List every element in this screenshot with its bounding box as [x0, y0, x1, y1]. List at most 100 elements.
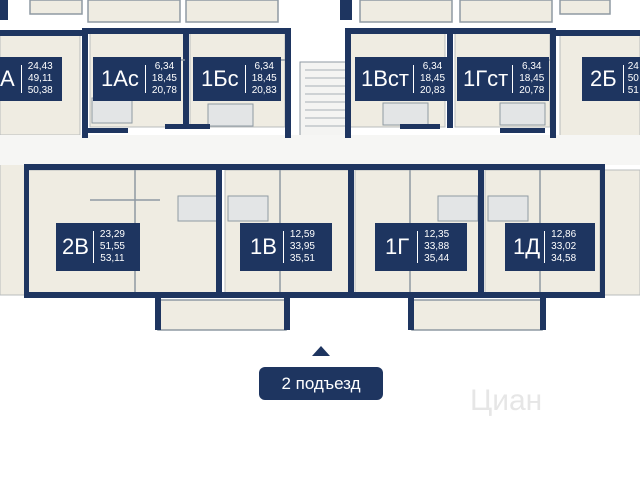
separator: [413, 65, 414, 93]
living-area: 6,34: [522, 61, 542, 72]
living-area: 24,43: [27, 61, 53, 72]
apartment-code: 1Бс: [201, 66, 239, 91]
wall-top-4: [555, 30, 640, 36]
apartment-label-2v[interactable]: 2В 23,29 51,55 53,11: [56, 223, 140, 271]
separator: [144, 65, 146, 93]
full-area: 51: [627, 85, 639, 96]
bath-4: [499, 102, 546, 126]
total-area: 51,55: [99, 241, 125, 252]
living-area: 12,35: [424, 229, 450, 240]
bath-5: [177, 195, 219, 222]
balcony-top-3: [359, 0, 453, 23]
separator: [622, 65, 624, 93]
apartment-label-1as[interactable]: 1Ас 6,34 18,45 20,78: [93, 57, 181, 101]
separator: [20, 65, 22, 93]
apartment-code: 1Ас: [101, 66, 139, 91]
wall-v-7: [216, 164, 222, 298]
room-right-mid: [599, 169, 640, 296]
apartment-label-1d[interactable]: 1Д 12,86 33,02 34,58: [505, 223, 595, 271]
wall-corr-top-4: [500, 128, 545, 133]
living-area: 24: [627, 61, 639, 72]
apartment-areas: 12,86 33,02 34,58: [545, 229, 580, 265]
bath-2: [207, 103, 254, 127]
apartment-label-2b[interactable]: 2Б 24 50 51: [582, 57, 640, 101]
entrance-label: 2 подъезд: [281, 373, 361, 393]
balcony-top-2: [185, 0, 279, 23]
separator: [512, 65, 514, 93]
balcony-bottom-2: [411, 299, 543, 331]
apartment-areas: 24 50 51: [624, 61, 639, 97]
entrance-button[interactable]: 2 подъезд: [259, 367, 383, 400]
full-area: 20,83: [251, 85, 277, 96]
separator: [244, 65, 246, 93]
apartment-code: 1Г: [385, 234, 410, 259]
separator: [282, 231, 284, 263]
separator: [92, 231, 94, 263]
total-area: 18,45: [251, 73, 277, 84]
apartment-code: 1В: [250, 234, 277, 259]
total-area: 18,45: [519, 73, 545, 84]
balcony-bottom-1: [157, 299, 287, 331]
apartment-areas: 6,34 18,45 20,78: [146, 61, 181, 97]
balcony-top-4: [459, 0, 553, 23]
apartment-areas: 24,43 49,11 50,38: [22, 61, 57, 97]
full-area: 50,38: [27, 85, 53, 96]
stairs: [305, 69, 345, 127]
balcony-top-6: [559, 0, 611, 15]
bath-1: [91, 97, 133, 124]
apartment-code: 1Вст: [361, 66, 409, 91]
wall-top-mid: [340, 0, 352, 20]
living-area: 6,34: [254, 61, 274, 72]
wall-v-8: [348, 164, 354, 298]
apartment-label-1bs[interactable]: 1Бс 6,34 18,45 20,83: [193, 57, 281, 101]
wall-balc-3: [408, 298, 414, 330]
corridor: [0, 135, 640, 165]
full-area: 53,11: [100, 253, 125, 264]
wall-v-6: [550, 28, 556, 138]
apartment-code: 1Гст: [463, 66, 509, 91]
wall-balc-4: [540, 298, 546, 330]
living-area: 23,29: [99, 229, 125, 240]
living-area: 12,86: [551, 229, 577, 240]
wall-corr-top-3: [400, 124, 440, 129]
total-area: 50: [627, 73, 639, 84]
watermark-text: Циан: [470, 384, 542, 417]
balcony-top-5: [29, 0, 83, 15]
total-area: 33,95: [289, 241, 315, 252]
wall-balc-1: [155, 298, 161, 330]
wall-left: [24, 164, 29, 298]
full-area: 35,51: [289, 253, 315, 264]
apartment-areas: 6,34 18,45 20,83: [414, 61, 449, 97]
apartment-label-1v[interactable]: 1В 12,59 33,95 35,51: [240, 223, 332, 271]
apartment-label-1vst[interactable]: 1Вст 6,34 18,45 20,83: [355, 57, 450, 101]
full-area: 20,78: [519, 85, 545, 96]
apartment-code: А: [0, 66, 15, 91]
total-area: 18,45: [151, 73, 177, 84]
wall-v-9: [478, 164, 484, 298]
apartment-code: 2Б: [590, 66, 617, 91]
wall-v-1: [82, 28, 88, 138]
apartment-label-a[interactable]: А 24,43 49,11 50,38: [0, 57, 62, 101]
wall-corr-top-2: [165, 124, 210, 129]
entrance-arrow-icon: [312, 346, 330, 356]
living-area: 6,34: [154, 61, 175, 72]
walls: [0, 0, 640, 330]
wall-v-10: [600, 164, 605, 298]
separator: [417, 231, 419, 263]
living-area: 12,59: [289, 229, 315, 240]
apartment-label-1g[interactable]: 1Г 12,35 33,88 35,44: [375, 223, 467, 271]
wall-v-5: [447, 28, 453, 128]
total-area: 18,45: [420, 73, 446, 84]
full-area: 35,44: [424, 253, 450, 264]
apartment-areas: 23,29 51,55 53,11: [94, 229, 129, 265]
wall-v-4: [345, 28, 351, 138]
full-area: 20,78: [151, 85, 177, 96]
apartment-label-1gst[interactable]: 1Гст 6,34 18,45 20,78: [457, 57, 549, 101]
apartment-areas: 12,35 33,88 35,44: [418, 229, 453, 265]
bath-8: [487, 195, 529, 222]
apartment-code: 2В: [62, 234, 89, 259]
bath-7: [437, 195, 479, 222]
bath-3: [382, 102, 429, 126]
apartment-areas: 6,34 18,45 20,83: [246, 61, 281, 97]
total-area: 49,11: [28, 73, 53, 84]
